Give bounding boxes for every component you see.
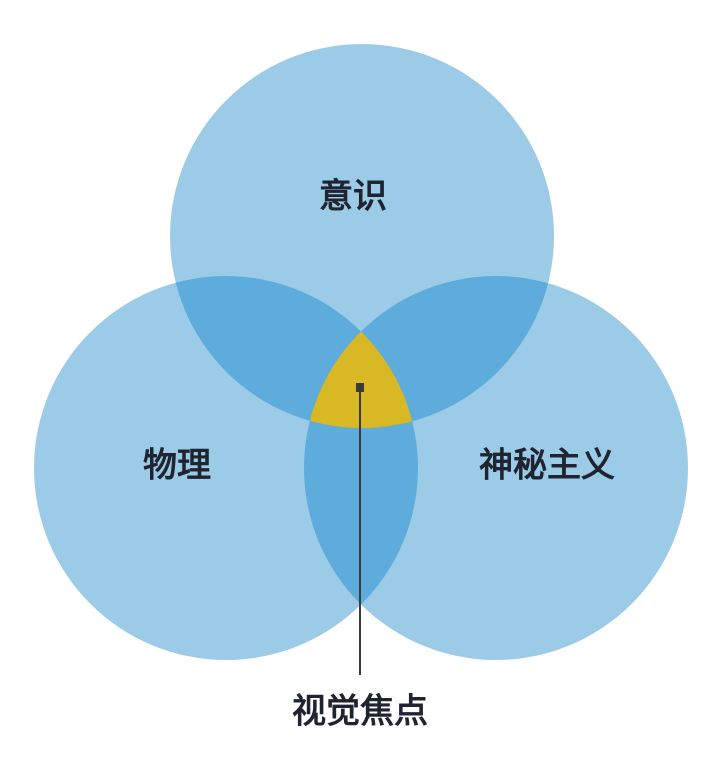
label-physics: 物理 — [143, 446, 211, 486]
focus-point-marker — [356, 383, 364, 392]
label-visual-focus: 视觉焦点 — [292, 692, 428, 732]
label-mysticism: 神秘主义 — [479, 446, 615, 486]
overlap-consciousness-mysticism — [304, 276, 554, 428]
overlap-consciousness-physics — [170, 276, 418, 428]
label-consciousness: 意识 — [319, 177, 387, 217]
